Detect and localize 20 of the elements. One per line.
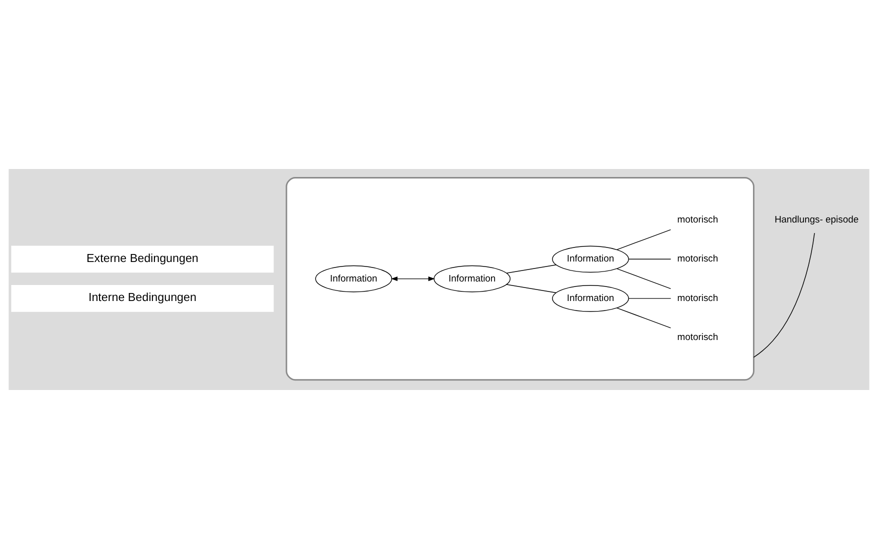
node-ellipse: Information	[552, 245, 629, 272]
node-text: Handlungs- episode	[774, 214, 859, 225]
connector	[506, 284, 556, 293]
arrow	[390, 276, 435, 281]
node-box: Externe Bedingungen	[11, 245, 274, 272]
node-box: Interne Bedingungen	[11, 284, 274, 312]
cluster	[286, 176, 754, 380]
connector	[616, 307, 672, 328]
connector	[628, 258, 672, 260]
connector	[616, 268, 672, 289]
node-ellipse: Information	[552, 284, 629, 312]
node-ellipse: Information	[315, 264, 392, 292]
node-text: motorisch	[677, 253, 718, 264]
node-text: motorisch	[677, 214, 718, 225]
node-text: motorisch	[677, 332, 718, 343]
node-ellipse: Information	[434, 264, 511, 292]
connector	[753, 232, 815, 358]
connector	[616, 228, 672, 250]
connector	[506, 264, 556, 273]
node-text: motorisch	[677, 292, 718, 304]
